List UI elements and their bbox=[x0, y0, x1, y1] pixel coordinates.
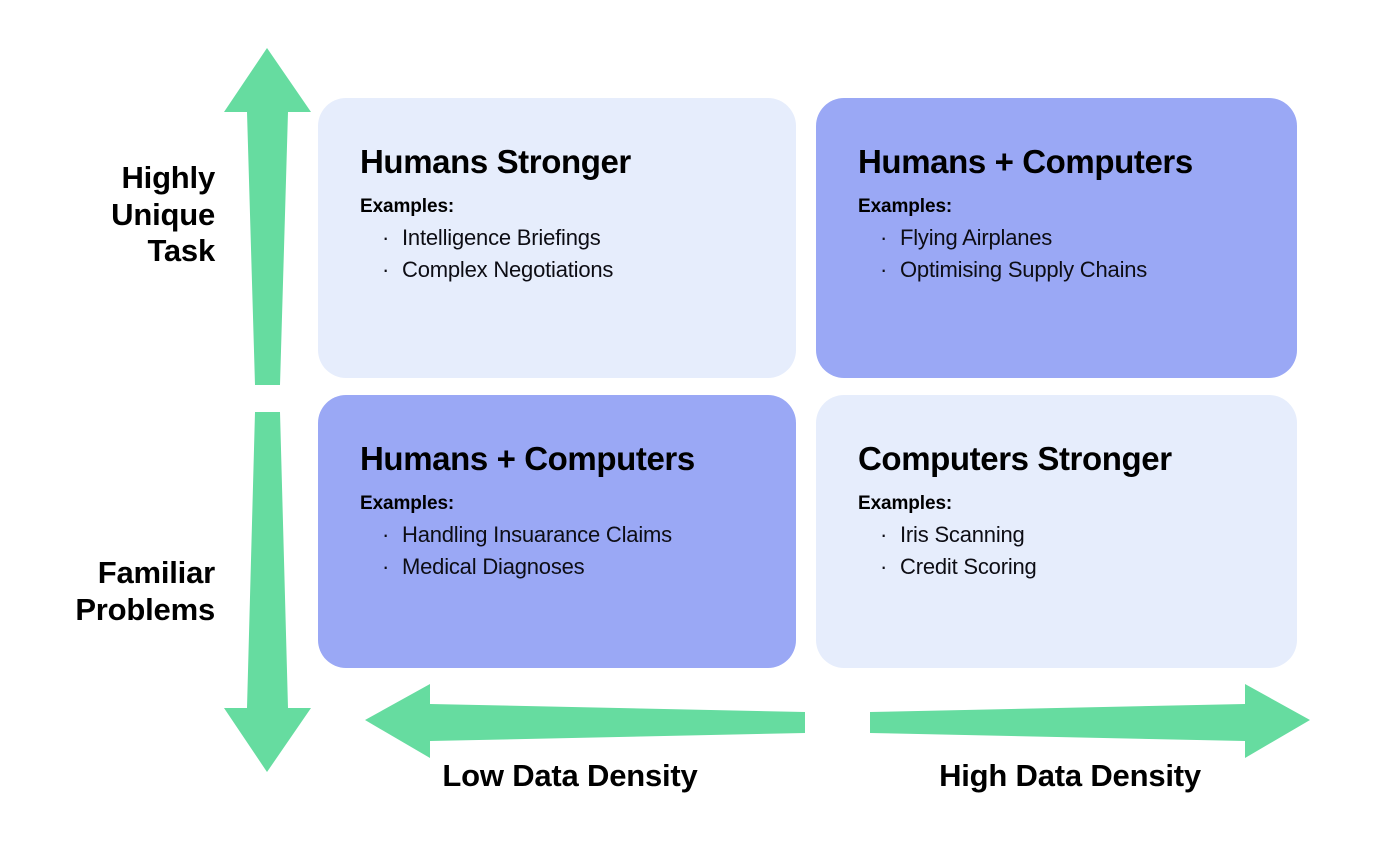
list-item-label: Intelligence Briefings bbox=[402, 225, 601, 251]
list-item-label: Iris Scanning bbox=[900, 522, 1025, 548]
y-axis-top-label: Highly Unique Task bbox=[20, 160, 215, 270]
list-item: · Complex Negotiations bbox=[382, 254, 796, 285]
bullet-dot-icon: · bbox=[880, 225, 888, 251]
y-axis-top-label-line-3: Task bbox=[147, 233, 215, 269]
list-item-label: Medical Diagnoses bbox=[402, 553, 585, 579]
y-axis-bottom-label-line-1: Familiar bbox=[97, 555, 215, 590]
list-item: · Credit Scoring bbox=[880, 551, 1297, 582]
list-item-label: Handling Insuarance Claims bbox=[402, 522, 672, 548]
double-arrow-vertical-icon-up bbox=[224, 48, 311, 385]
y-axis-bottom-label-line-2: Problems bbox=[75, 591, 215, 627]
quadrant-examples-label: Examples: bbox=[858, 493, 953, 515]
list-item-label: Optimising Supply Chains bbox=[900, 256, 1148, 282]
quadrant-top-left: Humans Stronger Examples: · Intelligence… bbox=[318, 98, 796, 378]
y-axis-top-label-line-1: Highly bbox=[121, 160, 215, 195]
quadrant-title: Humans + Computers bbox=[858, 143, 1193, 180]
quadrant-examples-list: · Handling Insuarance Claims · Medical D… bbox=[360, 519, 796, 581]
quadrant-bottom-right: Computers Stronger Examples: · Iris Scan… bbox=[816, 395, 1297, 668]
quadrant-examples-label: Examples: bbox=[360, 196, 455, 218]
quadrant-examples-list: · Intelligence Briefings · Complex Negot… bbox=[360, 222, 796, 284]
quadrant-examples-label: Examples: bbox=[858, 196, 953, 218]
bullet-dot-icon: · bbox=[382, 522, 390, 548]
bullet-dot-icon: · bbox=[880, 553, 888, 579]
quadrant-examples-list: · Flying Airplanes · Optimising Supply C… bbox=[858, 222, 1297, 284]
quadrant-title: Humans Stronger bbox=[360, 143, 631, 180]
y-axis-bottom-label: Familiar Problems bbox=[20, 555, 215, 628]
bullet-dot-icon: · bbox=[382, 553, 390, 579]
list-item-label: Credit Scoring bbox=[900, 553, 1037, 579]
x-axis-left-label: Low Data Density bbox=[442, 758, 698, 793]
quadrant-examples-label: Examples: bbox=[360, 493, 455, 515]
double-arrow-horizontal-icon-right bbox=[870, 684, 1310, 758]
y-axis-top-label-line-2: Unique bbox=[111, 196, 215, 232]
list-item: · Optimising Supply Chains bbox=[880, 254, 1297, 285]
list-item: · Flying Airplanes bbox=[880, 222, 1297, 253]
bullet-dot-icon: · bbox=[382, 256, 390, 282]
bullet-dot-icon: · bbox=[382, 225, 390, 251]
quadrant-top-right: Humans + Computers Examples: · Flying Ai… bbox=[816, 98, 1297, 378]
quadrant-bottom-left: Humans + Computers Examples: · Handling … bbox=[318, 395, 796, 668]
x-axis-right-label: High Data Density bbox=[939, 758, 1201, 793]
quadrant-title: Computers Stronger bbox=[858, 440, 1172, 477]
quadrant-examples-list: · Iris Scanning · Credit Scoring bbox=[858, 519, 1297, 581]
double-arrow-vertical-icon-down bbox=[224, 412, 311, 772]
list-item-label: Complex Negotiations bbox=[402, 256, 614, 282]
double-arrow-horizontal-icon-left bbox=[365, 684, 805, 758]
list-item: · Iris Scanning bbox=[880, 519, 1297, 550]
bullet-dot-icon: · bbox=[880, 522, 888, 548]
bullet-dot-icon: · bbox=[880, 256, 888, 282]
list-item-label: Flying Airplanes bbox=[900, 225, 1053, 251]
list-item: · Intelligence Briefings bbox=[382, 222, 796, 253]
quadrant-title: Humans + Computers bbox=[360, 440, 695, 477]
list-item: · Handling Insuarance Claims bbox=[382, 519, 796, 550]
list-item: · Medical Diagnoses bbox=[382, 551, 796, 582]
